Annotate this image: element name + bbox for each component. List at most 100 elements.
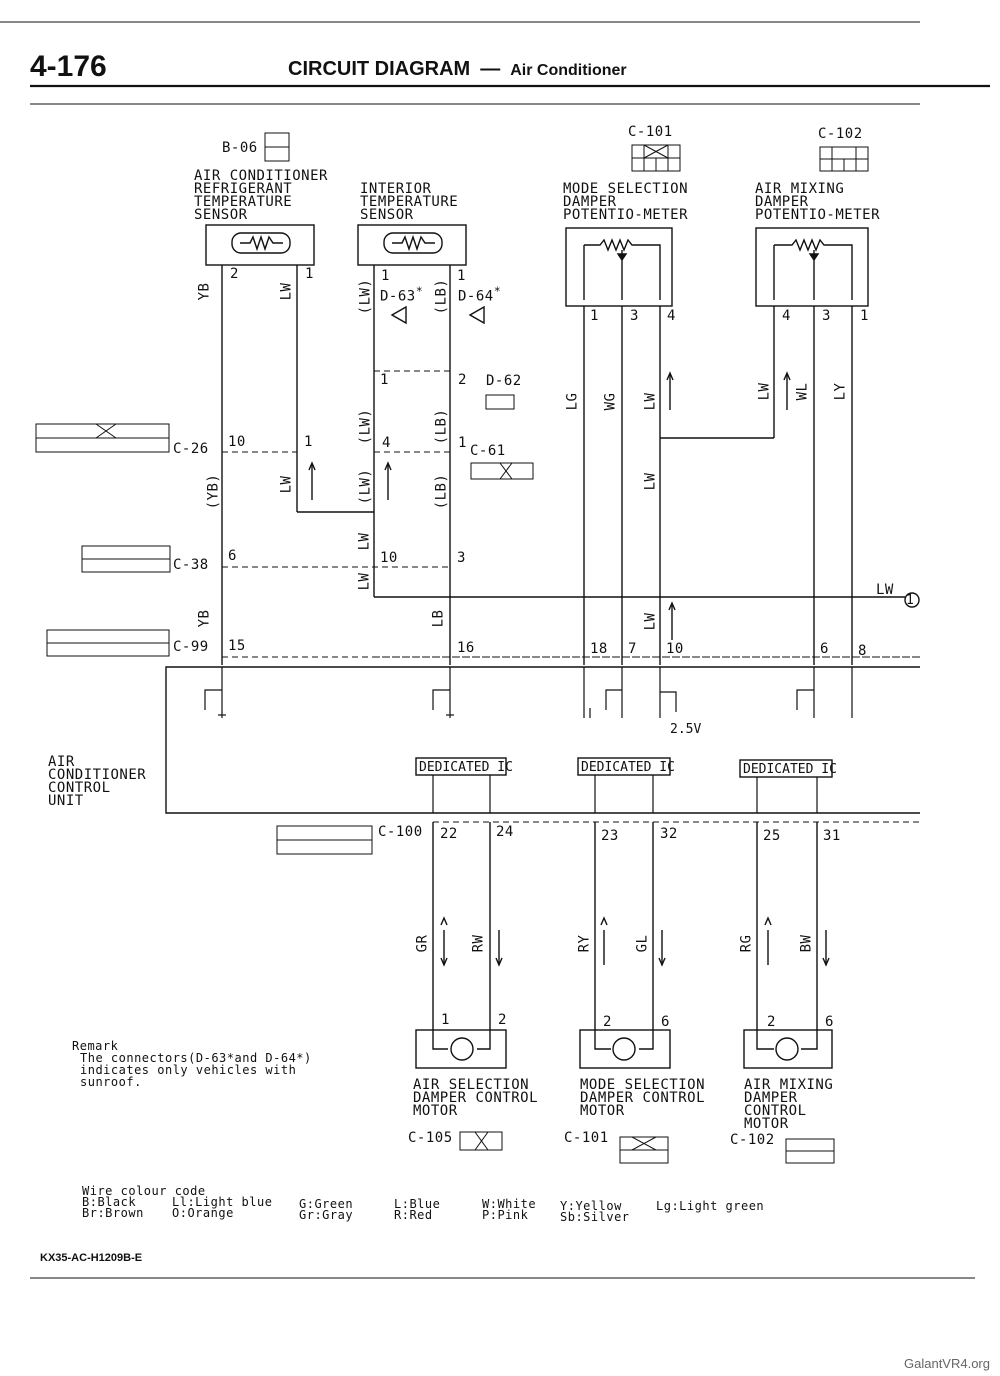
page-title: CIRCUIT DIAGRAM—Air Conditioner [288, 58, 627, 81]
label-line: DAMPER [563, 194, 617, 210]
legend-heading: Wire colour code [82, 1184, 206, 1198]
connector-c99: C-99 [173, 639, 209, 655]
wire-lw-4: LW [356, 572, 373, 591]
connector-c101-motor: C-101 [564, 1130, 609, 1146]
legend-entry: L:Blue [394, 1197, 441, 1211]
legend-entry: Lg:Light green [656, 1199, 765, 1213]
title-separator: — [480, 58, 501, 80]
pin: 24 [496, 824, 514, 840]
legend-entry: R:Red [394, 1208, 433, 1222]
connector-c38: C-38 [173, 557, 209, 573]
air-mixing-motor-box [743, 1029, 833, 1069]
pin: 23 [601, 828, 619, 844]
pin: 1 [590, 308, 599, 324]
mode-selection-motor-box [579, 1029, 671, 1069]
document-code: KX35-AC-H1209B-E [40, 1252, 143, 1264]
label-line: INTERIOR [360, 181, 432, 197]
remark-heading: Remark [72, 1039, 119, 1053]
wire-wl: WL [794, 382, 811, 401]
wire-lb-paren-2: (LB) [433, 408, 450, 445]
pin: 10 [228, 434, 246, 450]
pin: 3 [822, 308, 831, 324]
title-subtitle: Air Conditioner [510, 62, 627, 79]
wire-lw-7: LW [642, 612, 659, 631]
legend-entry: Br:Brown [82, 1206, 144, 1220]
connector-b06: B-06 [222, 140, 258, 156]
pin: 18 [590, 641, 608, 657]
remark-line: The connectors(D-63*and D-64*) [80, 1051, 312, 1065]
ground-terminal-label: 1 [906, 593, 914, 608]
pin: 15 [228, 638, 246, 654]
mixing-potentiometer-label: AIR MIXING DAMPER POTENTIO-METER [755, 181, 880, 222]
label-line: AIR CONDITIONER [194, 168, 328, 184]
pin: 1 [381, 268, 390, 284]
wire-lw-3: LW [356, 532, 373, 551]
pin: 4 [667, 308, 676, 324]
label-line: CONDITIONER [48, 767, 147, 783]
pin: 7 [628, 641, 637, 657]
wire-lw-6: LW [642, 472, 659, 491]
label-line: TEMPERATURE [360, 194, 459, 210]
wire-ry: RY [576, 934, 593, 953]
interior-sensor-box [357, 224, 467, 266]
d64-star: * [493, 284, 502, 298]
wire-rw: RW [470, 934, 487, 953]
wire-lw-5: LW [642, 392, 659, 411]
label-line: REFRIGERANT [194, 181, 293, 197]
pin: 4 [382, 435, 391, 451]
legend-col-2: Ll:Light blue O:Orange [172, 1196, 272, 1220]
pin: 1 [441, 1012, 450, 1028]
label-line: AIR [48, 754, 75, 770]
d64-text: D-64 [458, 288, 494, 305]
label-line: AIR MIXING [755, 181, 845, 197]
wire-yb-2: YB [196, 609, 213, 628]
label-line: MOTOR [580, 1103, 625, 1119]
remark-line: indicates only vehicles with [80, 1063, 297, 1077]
d63-star: * [415, 284, 424, 298]
legend-col-6: Y:Yellow Sb:Silver [560, 1200, 630, 1224]
wire-ly: LY [832, 382, 849, 401]
d63-text: D-63 [380, 288, 416, 305]
pin: 8 [858, 643, 867, 659]
legend-entry: B:Black [82, 1195, 137, 1209]
legend-entry: O:Orange [172, 1206, 234, 1220]
label-line: DAMPER [755, 194, 809, 210]
mode-selection-motor-label: MODE SELECTION DAMPER CONTROL MOTOR [580, 1077, 706, 1119]
pin: 2 [230, 266, 239, 282]
connector-c100: C-100 [378, 824, 423, 840]
connector-c105: C-105 [408, 1130, 453, 1146]
legend-col-3: G:Green Gr:Gray [299, 1197, 354, 1221]
pin: 10 [380, 550, 398, 566]
legend-col-7: Lg:Light green [656, 1199, 765, 1213]
pin: 6 [825, 1014, 834, 1030]
remark-line: sunroof. [80, 1075, 142, 1089]
dedicated-ic-2: DEDICATED IC [581, 760, 675, 775]
wire-rg: RG [738, 934, 755, 953]
legend-entry: G:Green [299, 1197, 354, 1211]
legend-entry: W:White [482, 1197, 537, 1211]
wire-lw-terminal: LW [876, 582, 894, 598]
legend-entry: Sb:Silver [560, 1210, 630, 1224]
legend-col-4: L:Blue R:Red [394, 1197, 441, 1222]
pin: 31 [823, 828, 841, 844]
wire-yb-1: YB [196, 282, 213, 301]
pin: 2 [603, 1014, 612, 1030]
label-line: AIR SELECTION [413, 1077, 530, 1093]
pin: 1 [860, 308, 869, 324]
mixing-potentiometer-box [755, 227, 869, 307]
wire-lw-1: LW [278, 282, 295, 301]
pin: 1 [458, 435, 467, 451]
connector-d63: D-63* [380, 285, 423, 304]
wire-wg: WG [602, 392, 619, 411]
pin: 2 [767, 1014, 776, 1030]
wire-lw-paren-2: (LW) [357, 408, 374, 445]
pin: 16 [457, 640, 475, 656]
air-selection-motor-box [415, 1029, 507, 1069]
connector-d64: D-64* [458, 285, 501, 304]
wire-lb-paren-3: (LB) [433, 473, 450, 510]
label-line: MODE SELECTION [580, 1077, 706, 1093]
wire-lg: LG [564, 392, 581, 411]
pin: 22 [440, 826, 458, 842]
pin: 6 [661, 1014, 670, 1030]
